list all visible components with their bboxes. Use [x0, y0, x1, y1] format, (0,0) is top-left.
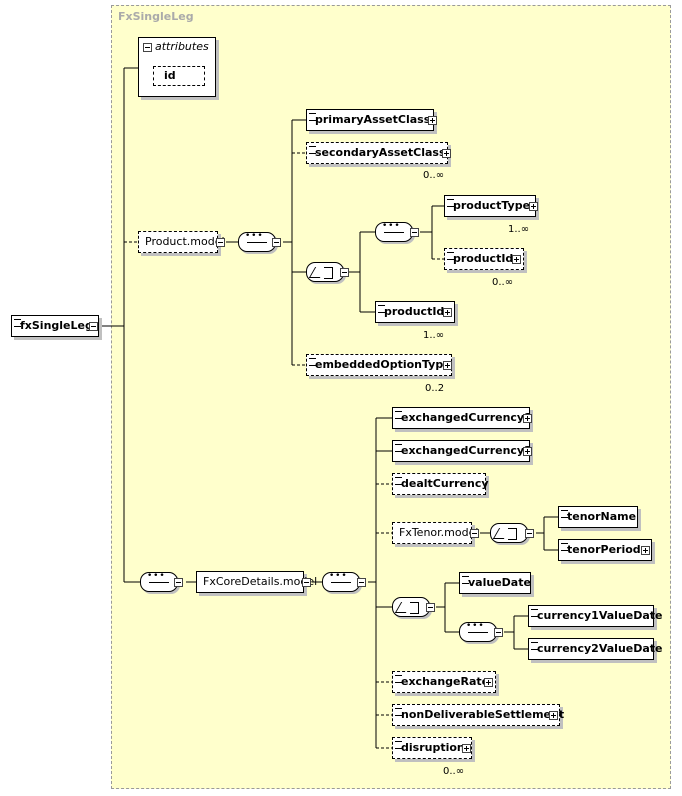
- expand-icon[interactable]: [523, 447, 532, 456]
- group-fxcoredetails-model[interactable]: FxCoreDetails.model: [196, 571, 317, 593]
- element-embeddedoptiontype[interactable]: embeddedOptionType: [306, 354, 452, 376]
- group-label: FxCoreDetails.model: [203, 575, 318, 588]
- expand-icon[interactable]: [443, 361, 452, 370]
- sequence-compositor: [375, 221, 413, 242]
- cardinality-label: 1..∞: [508, 224, 530, 235]
- collapse-icon[interactable]: [89, 322, 98, 331]
- collapse-icon[interactable]: [302, 578, 311, 587]
- collapse-icon[interactable]: [525, 529, 534, 538]
- choice-compositor: [490, 523, 528, 543]
- group-label: FxTenor.model: [399, 526, 479, 539]
- expand-icon[interactable]: [512, 255, 521, 264]
- cardinality-label: 0..2: [425, 383, 445, 394]
- element-exchangedcurrency2[interactable]: exchangedCurrency2: [392, 440, 532, 462]
- collapse-icon[interactable]: [272, 238, 281, 247]
- choice-compositor: [306, 262, 344, 282]
- element-disruption[interactable]: disruption: [392, 737, 472, 759]
- collapse-icon[interactable]: [143, 43, 152, 52]
- element-currency1valuedate[interactable]: currency1ValueDate: [528, 605, 663, 627]
- element-dealtcurrency[interactable]: dealtCurrency: [392, 473, 489, 495]
- root-element-label: fxSingleLeg: [20, 319, 93, 332]
- attribute-id[interactable]: id: [153, 66, 205, 86]
- attributes-panel: attributes id: [138, 37, 216, 97]
- collapse-icon[interactable]: [174, 578, 183, 587]
- expand-icon[interactable]: [443, 308, 452, 317]
- attributes-label: attributes: [155, 40, 209, 53]
- element-productid[interactable]: productId: [375, 301, 455, 323]
- collapse-icon[interactable]: [426, 603, 435, 612]
- group-label: Product.model: [145, 235, 225, 248]
- expand-icon[interactable]: [428, 116, 437, 125]
- element-exchangerate[interactable]: exchangeRate: [392, 671, 496, 693]
- collapse-icon[interactable]: [410, 228, 419, 237]
- collapse-icon[interactable]: [494, 628, 503, 637]
- complex-type-title: FxSingleLeg: [118, 10, 194, 23]
- expand-icon[interactable]: [484, 678, 493, 687]
- cardinality-label: 0..∞: [492, 277, 514, 288]
- collapse-icon[interactable]: [470, 529, 479, 538]
- cardinality-label: 0..∞: [443, 766, 465, 777]
- element-nondeliverablesettlement[interactable]: nonDeliverableSettlement: [392, 704, 564, 726]
- element-tenorperiod[interactable]: tenorPeriod: [558, 539, 652, 561]
- root-element-fxsingleleg[interactable]: fxSingleLeg: [11, 315, 99, 337]
- sequence-compositor: [140, 571, 178, 592]
- collapse-icon[interactable]: [216, 238, 225, 247]
- sequence-compositor: [322, 571, 360, 592]
- element-currency2valuedate[interactable]: currency2ValueDate: [528, 638, 663, 660]
- cardinality-label: 0..∞: [423, 170, 445, 181]
- element-productid-optional[interactable]: productId: [444, 248, 524, 270]
- expand-icon[interactable]: [549, 711, 558, 720]
- expand-icon[interactable]: [641, 546, 650, 555]
- cardinality-label: 1..∞: [423, 330, 445, 341]
- sequence-compositor: [238, 231, 276, 252]
- group-fxtenor-model[interactable]: FxTenor.model: [392, 522, 478, 544]
- expand-icon[interactable]: [523, 414, 532, 423]
- element-tenorname[interactable]: tenorName: [558, 506, 638, 528]
- collapse-icon[interactable]: [357, 578, 366, 587]
- element-secondaryassetclass[interactable]: secondaryAssetClass: [306, 142, 448, 164]
- element-valuedate[interactable]: valueDate: [459, 572, 531, 594]
- element-producttype[interactable]: productType: [444, 195, 536, 217]
- element-primaryassetclass[interactable]: primaryAssetClass: [306, 109, 434, 131]
- group-product-model[interactable]: Product.model: [138, 231, 225, 253]
- sequence-compositor: [459, 621, 497, 642]
- collapse-icon[interactable]: [340, 268, 349, 277]
- element-exchangedcurrency1[interactable]: exchangedCurrency1: [392, 407, 532, 429]
- choice-compositor: [392, 597, 430, 617]
- expand-icon[interactable]: [442, 149, 451, 158]
- expand-icon[interactable]: [462, 744, 471, 753]
- expand-icon[interactable]: [529, 202, 538, 211]
